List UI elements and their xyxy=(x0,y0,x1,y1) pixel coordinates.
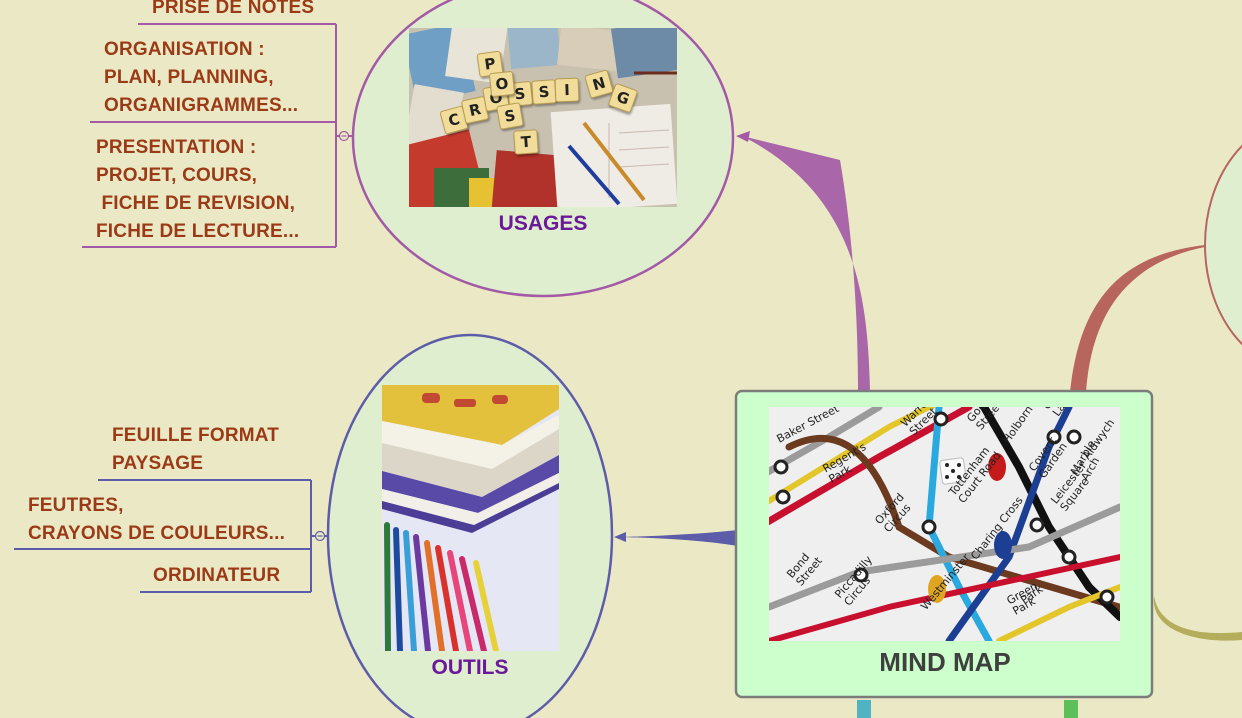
metro-station-12: Bond Street xyxy=(784,550,825,589)
usages-item-organisation[interactable]: ORGANISATION : PLAN, PLANNING, ORGANIGRA… xyxy=(104,39,299,116)
outils-branch-arrow xyxy=(614,532,626,542)
usages-item-prise-de-notes[interactable]: PRISE DE NOTES xyxy=(152,0,315,18)
usages-title[interactable]: USAGES xyxy=(498,212,588,235)
metro-station-0: Baker Street xyxy=(774,407,842,446)
bottom-branch-green xyxy=(1064,700,1078,718)
metro-station-5: Chancery Lane xyxy=(1040,407,1091,419)
outils-item-feuille-format[interactable]: FEUILLE FORMAT PAYSAGE xyxy=(112,425,280,474)
outils-branch xyxy=(620,530,738,546)
tile-post-3: T xyxy=(513,129,539,155)
metro-station-16: Westminster xyxy=(918,551,973,613)
central-image xyxy=(769,407,1120,641)
outils-image xyxy=(382,385,559,651)
metro-station-6: Covent Garden xyxy=(1026,434,1070,481)
usages-connector-lines xyxy=(82,23,352,248)
tile-post-2: S xyxy=(496,102,524,130)
metro-station-9: Oxford Circus xyxy=(872,490,914,536)
tile-post-1: O xyxy=(488,70,516,98)
tile-crossing-5: I xyxy=(554,77,580,103)
outils-item-feutres[interactable]: FEUTRES, CRAYONS DE COULEURS... xyxy=(28,495,286,544)
usages-branch xyxy=(742,136,870,392)
usages-item-presentation[interactable]: PRESENTATION : PROJET, COURS, FICHE DE R… xyxy=(96,137,300,242)
right-branch xyxy=(1070,245,1205,392)
usages-branch-arrow xyxy=(736,131,750,142)
olive-branch xyxy=(1153,596,1242,641)
metro-station-1: Regent's Park xyxy=(820,440,869,486)
metro-station-3: Goodge Street xyxy=(964,407,1005,433)
tile-crossing-4: S xyxy=(531,79,557,105)
central-title[interactable]: MIND MAP xyxy=(879,647,1011,677)
right-node[interactable] xyxy=(1204,120,1242,370)
bottom-branch-cyan xyxy=(857,700,871,718)
metro-station-8: Tottenham Court Road xyxy=(946,444,1004,506)
metro-station-4: Holborn xyxy=(1000,407,1036,446)
metro-station-13: Piccadilly Circus xyxy=(832,553,875,609)
metro-station-14: Charing Cross xyxy=(968,494,1026,563)
outils-title[interactable]: OUTILS xyxy=(431,656,509,679)
usages-image xyxy=(409,28,677,207)
metro-station-2: Warren Street xyxy=(898,407,940,438)
outils-item-ordinateur[interactable]: ORDINATEUR xyxy=(153,565,281,586)
